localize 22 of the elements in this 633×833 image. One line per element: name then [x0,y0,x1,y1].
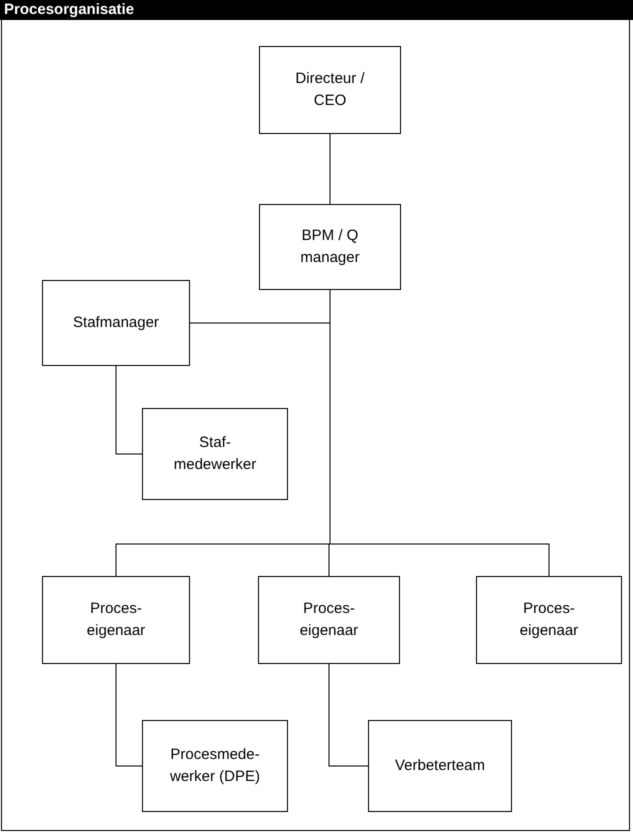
connector-line [116,664,142,766]
org-box [142,720,288,812]
role-label: Staf- medewerker [172,433,258,475]
org-box [42,576,190,664]
org-box [258,576,400,664]
org-box [476,576,622,664]
org-box [368,720,512,812]
org-box [142,408,288,500]
role-label: Procesmede- werker (DPE) [168,745,261,787]
org-box [42,280,190,366]
role-label: Proces- eigenaar [518,599,580,641]
org-box [259,46,401,134]
role-label: Proces- eigenaar [298,599,360,641]
org-box [259,204,401,290]
title-bar: Procesorganisatie [0,0,633,20]
role-label: Verbeterteam [394,756,486,776]
role-label: BPM / Q manager [299,226,361,268]
connector-line [116,366,142,454]
connector-line [328,664,368,766]
role-label: Proces- eigenaar [86,599,146,641]
role-label: Directeur / CEO [294,69,366,111]
role-label: Stafmanager [73,313,159,333]
